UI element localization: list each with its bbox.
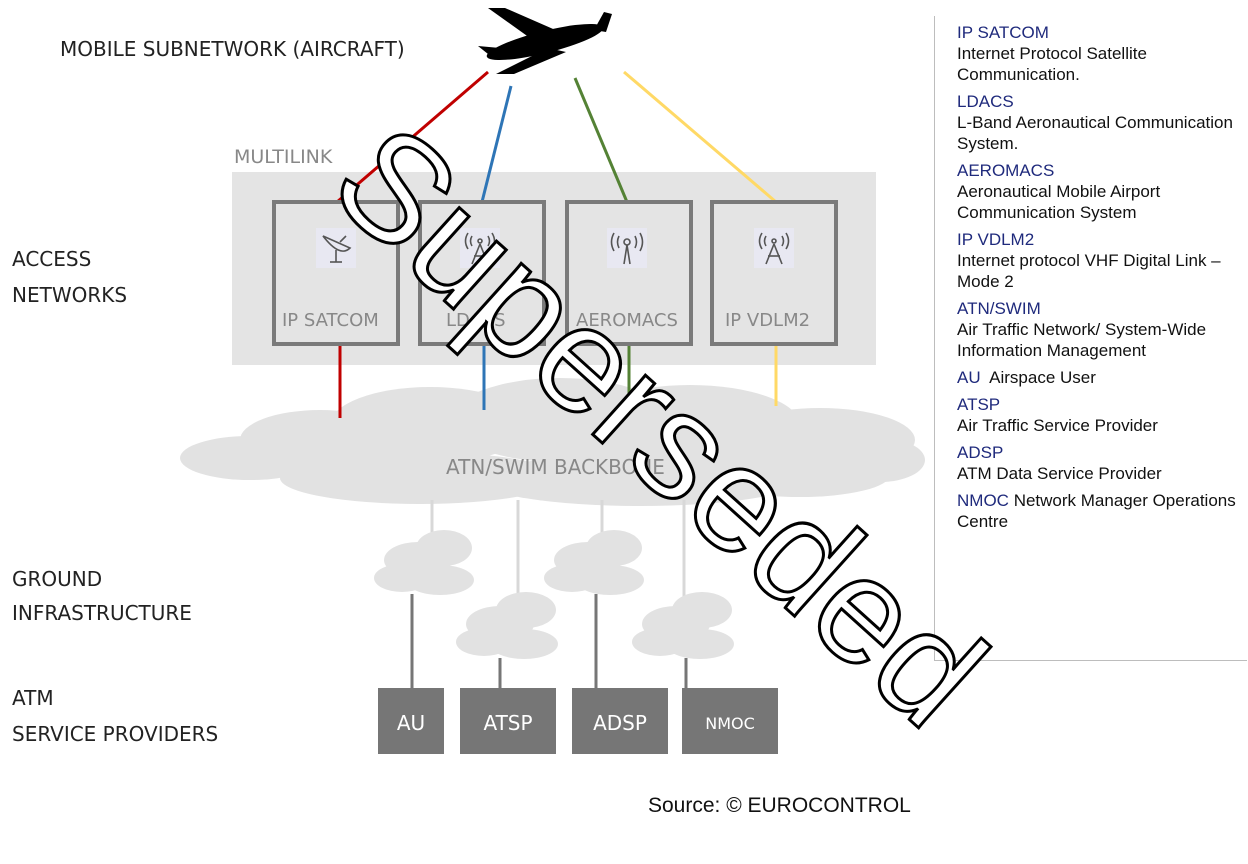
backbone-label: ATN/SWIM BACKBONE [446,455,665,479]
ldacs-air-link [480,85,513,203]
glossary-term: AU [957,368,981,387]
glossary-definition: Network Manager Operations Centre [957,491,1236,531]
glossary-definition: Airspace User [989,368,1096,387]
satellite-dish-icon [322,235,352,263]
aeromacs-air-link [573,77,629,203]
glossary-item: NMOC Network Manager Operations Centre [957,490,1247,532]
ground-cloud-atsp [456,592,558,659]
provider-box-nmoc: NMOC [682,688,778,754]
backbone-cloud [180,378,925,506]
ground-infrastructure-label-line2: INFRASTRUCTURE [12,601,192,625]
glossary-definition: Internet protocol VHF Digital Link – Mod… [957,251,1221,291]
provider-label-atsp: ATSP [483,711,532,735]
glossary-term: NMOC [957,491,1009,510]
multilink-label: MULTILINK [234,146,333,168]
access-label-aeromacs: AEROMACS [576,310,678,331]
glossary-term: AEROMACS [957,161,1055,180]
glossary-term: LDACS [957,92,1014,111]
access-label-ldacs: LDACS [446,310,506,331]
aircraft-icon [478,8,612,74]
glossary-definition: Air Traffic Network/ System-Wide Informa… [957,320,1207,360]
access-box-ip-satcom: IP SATCOM [272,200,400,346]
access-networks-label-line1: ACCESS [12,247,91,271]
glossary-item: AU Airspace User [957,367,1247,388]
atm-service-providers-label-line1: ATM [12,686,54,710]
glossary-term: IP SATCOM [957,23,1049,42]
provider-box-au: AU [378,688,444,754]
access-box-aeromacs: AEROMACS [565,200,693,346]
glossary-term: ADSP [957,443,1004,462]
provider-label-nmoc: NMOC [705,714,755,733]
provider-label-adsp: ADSP [593,711,647,735]
ground-cloud-au [374,530,474,595]
access-label-ip-satcom: IP SATCOM [282,310,379,331]
ground-infrastructure-label-line1: GROUND [12,567,102,591]
glossary-term: IP VDLM2 [957,230,1035,249]
provider-connectors [410,594,688,690]
radio-tower-icon [758,232,790,265]
glossary-item: AEROMACS Aeronautical Mobile Airport Com… [957,160,1247,223]
satcom-air-link [336,70,489,204]
glossary-item: IP VDLM2 Internet protocol VHF Digital L… [957,229,1247,292]
glossary-item: ATSP Air Traffic Service Provider [957,394,1247,436]
radio-tower-icon [464,232,496,265]
wireless-antenna-icon [610,232,644,265]
provider-label-au: AU [397,711,425,735]
glossary-term: ATN/SWIM [957,299,1041,318]
glossary-term: ATSP [957,395,1001,414]
glossary-item: IP SATCOM Internet Protocol Satellite Co… [957,22,1247,85]
access-label-ip-vdlm2: IP VDLM2 [725,310,810,331]
glossary-item: ATN/SWIM Air Traffic Network/ System-Wid… [957,298,1247,361]
source-credit: Source: © EUROCONTROL [648,794,911,817]
ground-cloud-nmoc [632,592,734,659]
access-networks-label-line2: NETWORKS [12,283,127,307]
access-box-ldacs: LDACS [418,200,546,346]
atm-service-providers-label-line2: SERVICE PROVIDERS [12,722,218,746]
vdlm2-air-link [623,70,777,204]
glossary-item: LDACS L-Band Aeronautical Communication … [957,91,1247,154]
glossary-panel: IP SATCOM Internet Protocol Satellite Co… [934,16,1247,661]
glossary-definition: ATM Data Service Provider [957,464,1162,483]
access-box-ip-vdlm2: IP VDLM2 [710,200,838,346]
provider-box-adsp: ADSP [572,688,668,754]
glossary-item: ADSP ATM Data Service Provider [957,442,1247,484]
mobile-subnetwork-label: MOBILE SUBNETWORK (AIRCRAFT) [60,37,405,61]
provider-box-atsp: ATSP [460,688,556,754]
glossary-definition: Internet Protocol Satellite Communicatio… [957,44,1147,84]
glossary-definition: Aeronautical Mobile Airport Communicatio… [957,182,1161,222]
glossary-definition: L-Band Aeronautical Communication System… [957,113,1233,153]
glossary-definition: Air Traffic Service Provider [957,416,1158,435]
ground-cloud-adsp [544,530,644,595]
